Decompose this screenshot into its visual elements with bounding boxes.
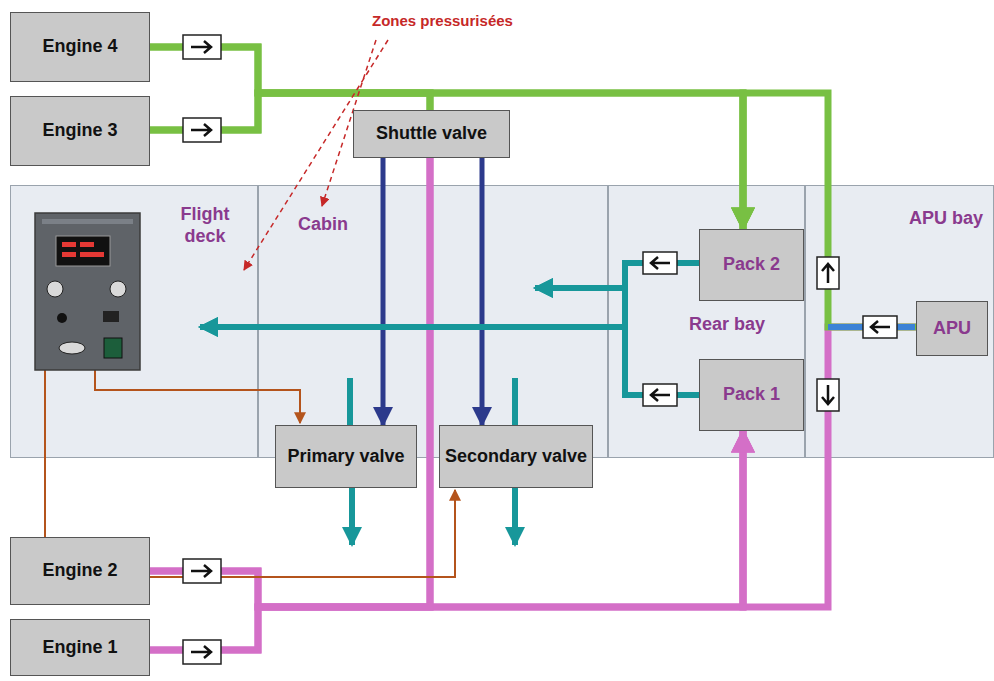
bleed-air-connector <box>150 93 743 229</box>
leader-line <box>244 40 388 270</box>
check-valve <box>183 640 221 664</box>
pack-box: Pack 2 <box>699 229 804 301</box>
valve-arrow <box>191 565 211 577</box>
bleed-air-connector <box>480 158 485 425</box>
display-segment <box>62 242 76 247</box>
panel-knob <box>110 281 126 297</box>
connector-group <box>150 47 916 650</box>
outflow-line <box>347 378 353 425</box>
box-label: Shuttle valve <box>372 123 491 145</box>
box-label: Pack 1 <box>719 384 784 406</box>
panel-indicator <box>104 338 122 358</box>
box-label: Pack 2 <box>719 254 784 276</box>
valve-box: Secondary valve <box>439 425 593 488</box>
box-label: Engine 2 <box>38 560 121 582</box>
check-valve <box>183 35 221 59</box>
valve-box: Shuttle valve <box>353 110 510 158</box>
control-wire <box>45 370 455 577</box>
pack-box: Pack 1 <box>699 359 804 431</box>
zone-band: Pack 2 Pack 1 Rear bay <box>608 185 805 458</box>
panel-button <box>57 313 67 323</box>
valve-arrow <box>191 124 211 136</box>
leader-line <box>322 40 376 206</box>
control-wire <box>95 370 300 423</box>
check-valve <box>817 379 839 411</box>
check-valve <box>817 257 839 289</box>
zone-band: APU APU bay <box>805 185 994 458</box>
outflow-arrow <box>349 488 355 545</box>
apu-box: APU <box>916 301 988 356</box>
engine-box: Engine 3 <box>10 96 150 166</box>
valve-arrow <box>651 257 670 269</box>
pressurisation-panel <box>35 213 140 370</box>
panel-selector <box>59 342 85 354</box>
panel-switch <box>103 311 119 322</box>
zone-label: Flight deck <box>164 204 246 247</box>
outflow-line <box>512 378 518 425</box>
box-label: Secondary valve <box>441 446 591 468</box>
display-segment <box>62 252 76 257</box>
zone-label: APU bay <box>904 208 988 230</box>
panel-display <box>56 236 110 266</box>
bleed-air-connector <box>150 47 743 229</box>
outflow-arrow <box>512 488 518 545</box>
check-valve <box>643 384 677 406</box>
panel-strip <box>42 219 133 224</box>
engine-box: Engine 4 <box>10 12 150 82</box>
panel-knob <box>47 281 63 297</box>
check-valve <box>183 118 221 142</box>
valve-arrow <box>822 264 834 283</box>
box-label: Engine 3 <box>38 120 121 142</box>
valve-arrow <box>822 385 834 404</box>
box-label: Primary valve <box>283 446 408 468</box>
bleed-air-connector <box>150 431 743 607</box>
display-segment <box>80 252 104 257</box>
bleed-air-connector <box>381 158 386 425</box>
zone-label: Cabin <box>283 214 363 236</box>
valve-arrow <box>871 321 890 333</box>
bleed-air-connector <box>743 327 916 607</box>
bleed-air-connector <box>535 288 699 395</box>
valve-arrow <box>651 389 670 401</box>
box-label: APU <box>929 318 975 340</box>
valve-arrow <box>191 646 211 658</box>
zone-callout: Zones pressurisées <box>372 12 513 29</box>
check-valve <box>863 316 897 338</box>
engine-box: Engine 2 <box>10 537 150 605</box>
engine-box: Engine 1 <box>10 619 150 676</box>
valve-arrow <box>191 41 211 53</box>
bleed-air-connector <box>150 431 743 650</box>
bleed-air-connector <box>150 158 430 607</box>
display-segment <box>80 242 94 247</box>
box-label: Engine 1 <box>38 637 121 659</box>
zone-label: Rear bay <box>677 314 777 336</box>
check-valve <box>643 252 677 274</box>
bleed-air-connector <box>743 93 916 327</box>
valve-box: Primary valve <box>275 425 417 488</box>
box-label: Engine 4 <box>38 36 121 58</box>
check-valve <box>183 559 221 583</box>
